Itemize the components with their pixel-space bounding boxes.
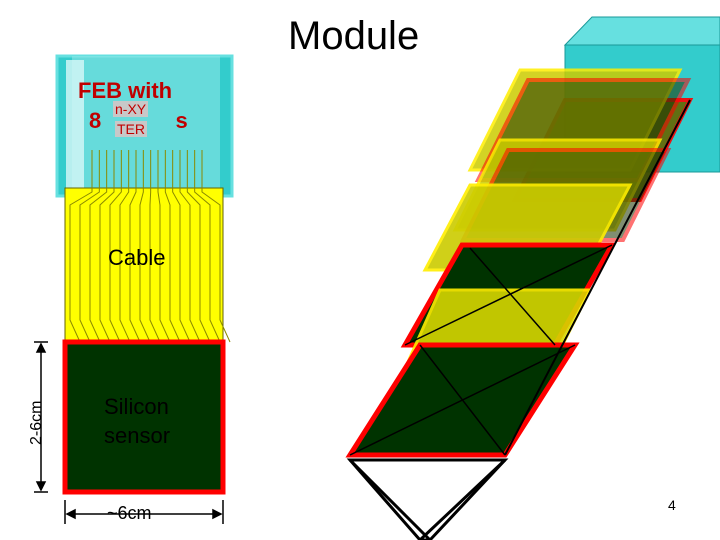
feb-chip-top-label: n-XY bbox=[113, 101, 149, 117]
cable-trace bbox=[119, 150, 131, 343]
cable-trace bbox=[109, 150, 122, 343]
cable-trace bbox=[89, 150, 108, 343]
cable-trace bbox=[69, 150, 93, 343]
cable-trace bbox=[172, 150, 191, 343]
cable-trace bbox=[194, 150, 221, 343]
feb-count: 8 bbox=[89, 108, 102, 133]
cable-trace bbox=[149, 150, 161, 343]
cable-trace bbox=[157, 150, 171, 343]
sensor-label-line1: Silicon bbox=[104, 394, 169, 419]
module-title: Module bbox=[288, 14, 420, 58]
cable-shape bbox=[64, 150, 231, 343]
cable-trace bbox=[164, 150, 181, 343]
height-label: 2-6cm bbox=[28, 400, 45, 445]
silicon-sensor-shape bbox=[62, 339, 226, 495]
silicon-sensor-label: Silicon sensor bbox=[104, 392, 170, 450]
feb-suffix: s bbox=[175, 108, 188, 133]
sensor-label-line2: sensor bbox=[104, 423, 171, 448]
inclined-module bbox=[345, 68, 694, 540]
height-dimension bbox=[34, 341, 48, 493]
page-number: 4 bbox=[668, 497, 676, 513]
feb-chip-bottom-label: TER bbox=[115, 121, 147, 137]
feb-count-label: 8 s bbox=[89, 108, 188, 134]
width-dimension bbox=[64, 500, 224, 524]
cable-trace bbox=[129, 150, 141, 343]
cable-trace bbox=[201, 150, 231, 343]
cable-trace bbox=[179, 150, 201, 343]
cable-trace bbox=[139, 150, 151, 343]
cable-trace bbox=[79, 150, 100, 343]
cable-trace bbox=[99, 150, 115, 343]
cable-trace bbox=[186, 150, 211, 343]
cable-label: Cable bbox=[108, 245, 166, 270]
width-label: ~6cm bbox=[107, 503, 152, 523]
feb-label: FEB with bbox=[78, 78, 173, 103]
